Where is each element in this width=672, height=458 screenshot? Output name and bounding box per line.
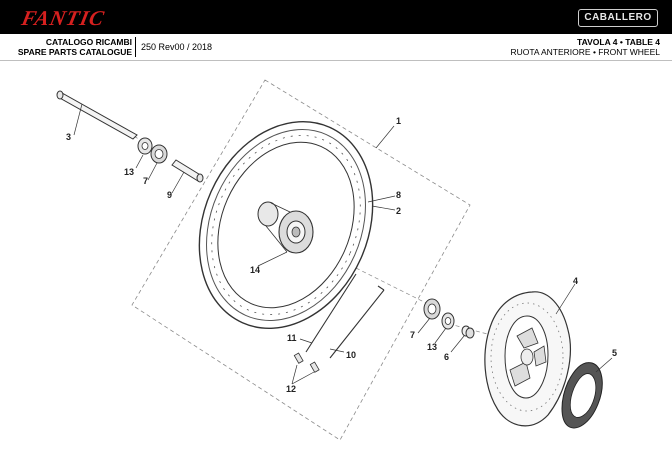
top-bar: FANTIC CABALLERO <box>0 0 672 34</box>
catalogue-title-en: SPARE PARTS CATALOGUE <box>17 47 132 57</box>
small-spacer-part <box>461 325 475 339</box>
callout-14: 14 <box>250 265 260 275</box>
axis-line-right <box>355 267 431 306</box>
callout-13-left: 13 <box>124 167 134 177</box>
callout-10: 10 <box>346 350 356 360</box>
callout-12: 12 <box>286 384 296 394</box>
spacer-part <box>171 159 204 183</box>
callout-1: 1 <box>396 116 401 126</box>
table-info: TAVOLA 4 • TABLE 4 RUOTA ANTERIORE • FRO… <box>510 37 660 57</box>
brake-disc-part <box>484 291 571 427</box>
seal-left-part <box>137 137 153 155</box>
hub-part <box>257 201 314 254</box>
axle-part <box>56 90 138 140</box>
header-divider <box>135 37 136 57</box>
spoke-nipples-part <box>293 352 320 373</box>
callout-3: 3 <box>66 132 71 142</box>
wheel-rim-part <box>198 121 374 329</box>
spokes-part <box>305 273 385 359</box>
catalogue-title: CATALOGO RICAMBI SPARE PARTS CATALOGUE <box>12 37 132 57</box>
leader-lines <box>73 103 613 385</box>
callout-11: 11 <box>287 333 297 343</box>
revision-label: 250 Rev00 / 2018 <box>141 42 213 52</box>
callout-8: 8 <box>396 190 401 200</box>
catalogue-title-it: CATALOGO RICAMBI <box>45 37 132 47</box>
disc-carrier-part <box>561 362 603 429</box>
callout-7-right: 7 <box>410 330 415 340</box>
section-title: RUOTA ANTERIORE • FRONT WHEEL <box>510 47 660 57</box>
callout-5: 5 <box>612 348 617 358</box>
fantic-logo: FANTIC <box>19 6 107 30</box>
bearing-right-part <box>423 298 441 320</box>
seal-right-part <box>441 312 455 330</box>
catalogue-header: CATALOGO RICAMBI SPARE PARTS CATALOGUE 2… <box>0 34 672 61</box>
callout-13-right: 13 <box>427 342 437 352</box>
callout-9: 9 <box>167 190 172 200</box>
callout-2: 2 <box>396 206 401 216</box>
callout-6: 6 <box>444 352 449 362</box>
callout-4: 4 <box>573 276 578 286</box>
callout-7-left: 7 <box>143 176 148 186</box>
assembly-outline <box>131 79 471 441</box>
caballero-logo: CABALLERO <box>578 9 658 27</box>
exploded-view-diagram: 1 2 3 4 5 6 7 7 8 9 10 11 12 13 13 14 <box>56 79 617 441</box>
table-number: TAVOLA 4 • TABLE 4 <box>577 37 660 47</box>
callout-labels: 1 2 3 4 5 6 7 7 8 9 10 11 12 13 13 14 <box>66 116 617 394</box>
bearing-left-part <box>150 144 168 164</box>
